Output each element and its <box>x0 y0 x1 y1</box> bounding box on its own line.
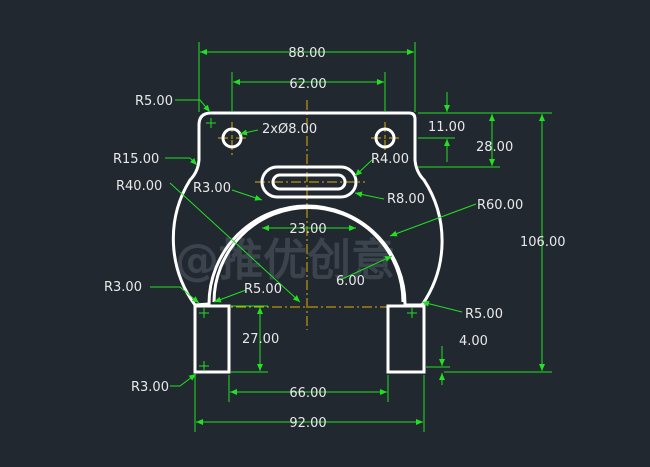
part-outline <box>171 111 444 374</box>
dim-radius-3-left: R3.00 <box>104 280 142 295</box>
dimension-lines <box>150 42 552 432</box>
dim-overall-height: 106.00 <box>520 235 566 250</box>
hole-right <box>374 127 396 149</box>
dim-radius-40: R40.00 <box>116 179 162 194</box>
dimension-labels: 88.00 62.00 R5.00 2xØ8.00 11.00 28.00 R4… <box>104 46 566 431</box>
dim-hole-spacing: 62.00 <box>289 77 326 92</box>
dim-slot-depth: 28.00 <box>476 140 513 155</box>
dim-leg-height: 27.00 <box>242 332 279 347</box>
reference-marks <box>199 118 417 371</box>
dim-slot-width: 23.00 <box>289 222 326 237</box>
slot-outer <box>260 165 358 199</box>
dim-width-bottom: 92.00 <box>289 416 326 431</box>
slot-inner <box>271 173 347 191</box>
dim-leg-spacing: 66.00 <box>289 386 326 401</box>
dim-hole-callout: 2xØ8.00 <box>262 122 317 137</box>
right-leg <box>386 304 426 374</box>
dim-radius-3-slot: R3.00 <box>193 181 231 196</box>
dim-inner-offset: 6.00 <box>336 274 365 289</box>
dim-slot-end-radius: R8.00 <box>387 192 425 207</box>
dim-radius-5-right: R5.00 <box>465 307 503 322</box>
centerlines <box>200 100 420 330</box>
dim-radius-3-bottom: R3.00 <box>131 380 169 395</box>
inner-arc <box>212 206 405 303</box>
dim-slot-radius: R4.00 <box>371 152 409 167</box>
left-leg <box>193 304 231 374</box>
dim-leg-step: 4.00 <box>459 334 488 349</box>
dim-corner-radius-top: R5.00 <box>135 94 173 109</box>
hole-left <box>221 127 243 149</box>
dim-hole-offset: 11.00 <box>428 120 465 135</box>
dim-side-radius: R15.00 <box>113 152 159 167</box>
dim-width-top: 88.00 <box>288 46 325 61</box>
dim-radius-5-left: R5.00 <box>244 282 282 297</box>
dim-arc-radius: R60.00 <box>477 198 523 213</box>
